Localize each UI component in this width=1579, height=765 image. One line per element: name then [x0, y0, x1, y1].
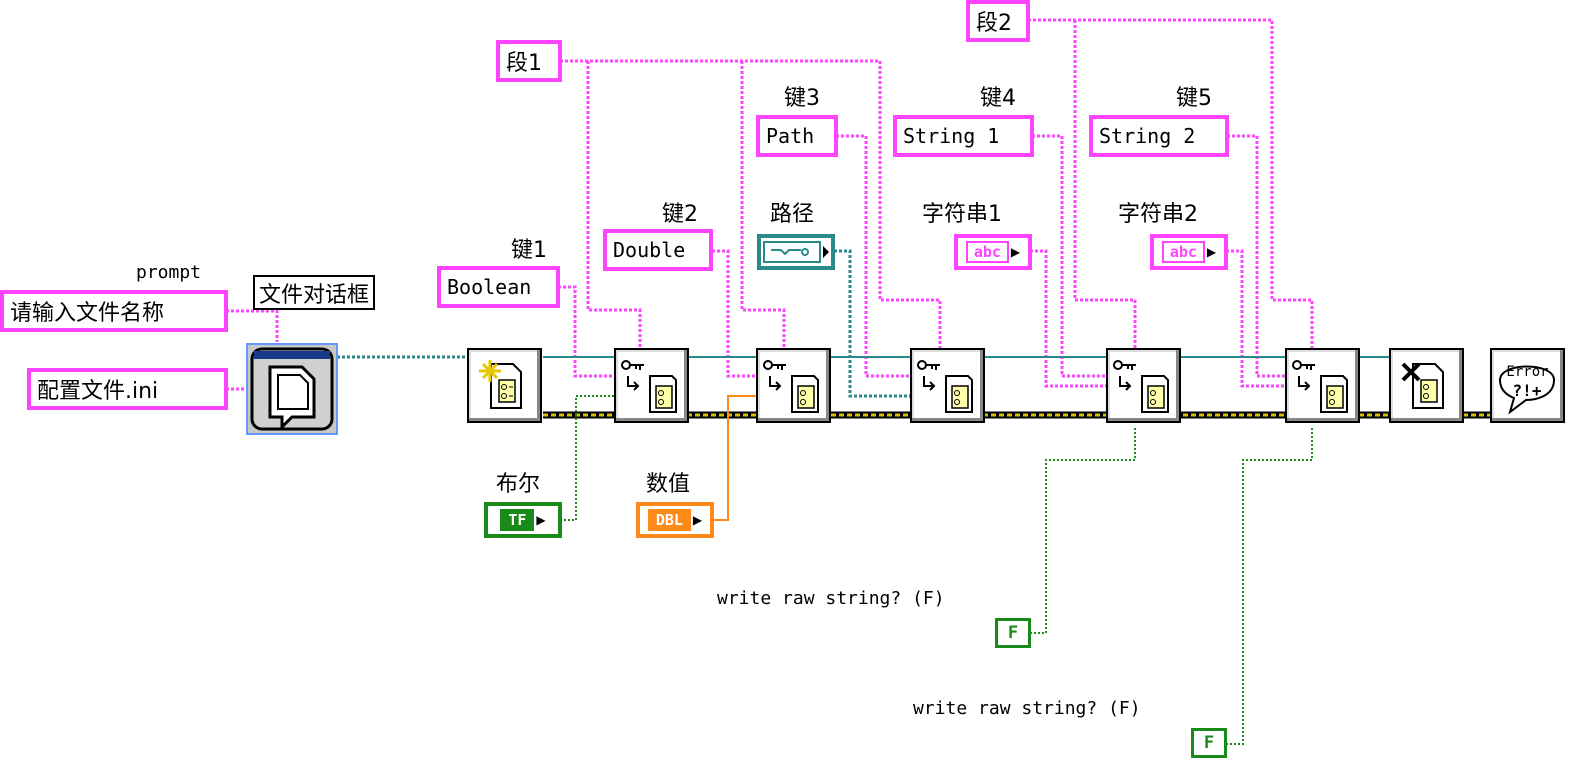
error-handler-node[interactable]: ?!+ Error [1490, 348, 1565, 423]
section1-constant[interactable]: 段1 [496, 40, 562, 82]
write-key-node-4[interactable] [1106, 348, 1181, 423]
key2-constant[interactable]: Double [603, 229, 713, 271]
write-key-icon [621, 360, 677, 413]
string1-control[interactable]: abc ▶ [954, 234, 1032, 270]
write-key-node-5[interactable] [1285, 348, 1360, 423]
key4-label: 键4 [980, 86, 1016, 111]
key1-constant[interactable]: Boolean [437, 266, 560, 308]
dialog-title-label: 文件对话框 [253, 275, 376, 310]
close-config-node[interactable] [1389, 348, 1464, 423]
raw1-value: F [1007, 623, 1019, 643]
raw2-value: F [1203, 733, 1215, 753]
boolean-control[interactable]: TF ▶ [484, 502, 562, 538]
key5-constant[interactable]: String 2 [1089, 115, 1229, 157]
close-config-icon [1401, 362, 1444, 409]
file-dialog-node[interactable] [246, 343, 338, 435]
raw1-constant[interactable]: F [995, 618, 1031, 648]
path-control[interactable] [757, 234, 835, 270]
string2-control[interactable]: abc ▶ [1150, 234, 1228, 270]
wire-key4 [1032, 134, 1106, 378]
raw2-label: write raw string? (F) [913, 698, 1141, 719]
key3-label: 键3 [784, 86, 820, 111]
wire-string2 [1226, 249, 1285, 388]
prompt-constant[interactable]: 请输入文件名称 [0, 290, 228, 332]
numeric-text: DBL [647, 509, 691, 531]
section2-constant[interactable]: 段2 [966, 0, 1030, 42]
write-key-icon [1292, 360, 1348, 413]
write-key-icon [1113, 360, 1169, 413]
write-key-node-3[interactable] [910, 348, 985, 423]
string1-text: abc [965, 241, 1009, 263]
wire-raw2 [1226, 426, 1313, 745]
wire-string1 [1030, 249, 1106, 388]
numeric-label: 数值 [646, 472, 691, 497]
wire-path [834, 249, 910, 398]
arrow-right-icon: ▶ [692, 513, 703, 527]
prompt-label: prompt [136, 262, 202, 283]
string2-text: abc [1161, 241, 1205, 263]
wire-key2 [712, 249, 756, 378]
boolean-text: TF [500, 509, 535, 531]
string1-label: 字符串1 [922, 202, 1002, 227]
wire-section1 [560, 59, 942, 348]
write-key-icon [763, 360, 819, 413]
key1-label: 键1 [511, 238, 547, 263]
boolean-label: 布尔 [496, 472, 541, 497]
arrow-right-icon: ▶ [1206, 245, 1217, 259]
path-label: 路径 [770, 202, 815, 227]
wire-key1 [558, 285, 614, 378]
arrow-right-icon: ▶ [536, 513, 546, 527]
key5-label: 键5 [1176, 86, 1212, 111]
wire-numeric [712, 395, 756, 521]
speech-bubble-icon: ?!+ [1498, 365, 1556, 415]
write-key-node-2[interactable] [756, 348, 831, 423]
arrow-right-icon: ▶ [1010, 245, 1021, 259]
wire-raw1 [1030, 426, 1136, 634]
wire-key5 [1227, 134, 1285, 378]
wire-boolean [560, 395, 614, 521]
error-symbols: ?!+ [1513, 381, 1542, 400]
write-key-node-1[interactable] [614, 348, 689, 423]
key3-constant[interactable]: Path [756, 115, 838, 157]
path-icon [763, 241, 829, 263]
file-dialog-icon [250, 347, 334, 431]
numeric-control[interactable]: DBL ▶ [636, 502, 714, 538]
key2-label: 键2 [662, 202, 698, 227]
write-key-icon [917, 360, 973, 413]
raw1-label: write raw string? (F) [717, 588, 945, 609]
wire-prompt [226, 309, 279, 342]
open-config-node[interactable] [467, 348, 542, 423]
filename-constant[interactable]: 配置文件.ini [27, 368, 228, 410]
wire-section2 [1028, 18, 1314, 348]
open-config-icon [479, 360, 522, 409]
string2-label: 字符串2 [1118, 202, 1198, 227]
key4-constant[interactable]: String 1 [893, 115, 1034, 157]
wire-key3 [836, 134, 910, 378]
error-text: Error [1506, 364, 1549, 380]
raw2-constant[interactable]: F [1191, 728, 1227, 758]
